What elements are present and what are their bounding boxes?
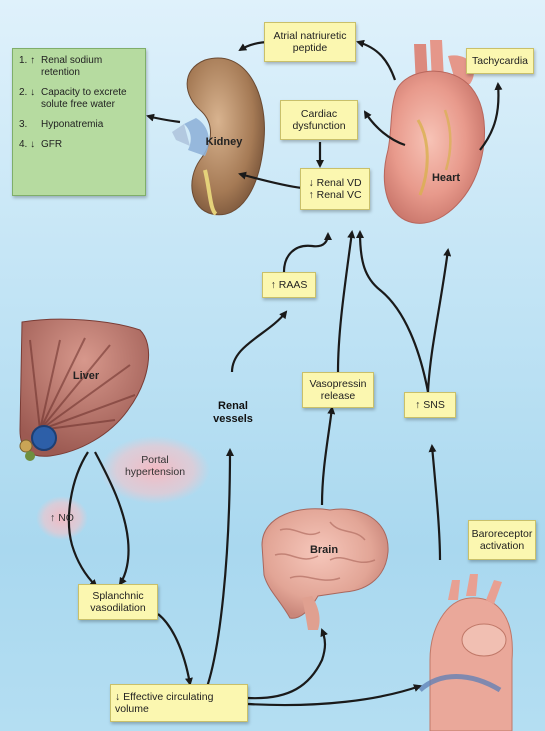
renal-effect-num: 3.: [19, 119, 41, 131]
splanchnic-box: Splanchnic vasodilation: [78, 584, 158, 620]
liver-label: Liver: [56, 370, 116, 383]
aortic-arch-illustration: [420, 574, 512, 731]
arrow-baroreceptor-to-sns: [432, 446, 440, 560]
renal-effect-text: GFR: [41, 139, 62, 151]
kidney-label: Kidney: [194, 136, 254, 149]
renal-vc-text: ↑ Renal VC: [308, 189, 361, 201]
renal-effect-text: Capacity to excrete solute free water: [41, 87, 139, 111]
arrow-vasopressin-to-renal: [338, 232, 352, 372]
arrow-sns-to-heart: [428, 250, 448, 392]
renal-effect-num: 2. ↓: [19, 87, 41, 111]
effective-volume-box: ↓ Effective circulating volume: [110, 684, 248, 722]
renal-effect-num: 1. ↑: [19, 55, 41, 79]
arrow-volume-to-aorta: [248, 686, 420, 705]
renal-effect-num: 4. ↓: [19, 139, 41, 151]
renal-vessels-label: Renal vessels: [200, 400, 266, 426]
renal-vd-vc-box: ↓ Renal VD ↑ Renal VC: [300, 168, 370, 210]
renal-effect-item: 3. Hyponatremia: [19, 119, 139, 131]
renal-effect-text: Hyponatremia: [41, 119, 103, 131]
anp-box: Atrial natriuretic peptide: [264, 22, 356, 62]
no-label: ↑ NO: [38, 512, 86, 524]
renal-effect-item: 4. ↓ GFR: [19, 139, 139, 151]
renal-effect-text: Renal sodium retention: [41, 55, 139, 79]
arrow-volume-to-brain: [248, 630, 325, 698]
liver-illustration: [20, 319, 149, 461]
arrow-heart-to-anp: [358, 42, 395, 80]
raas-box: ↑ RAAS: [262, 272, 316, 298]
arrow-splanchnic-to-volume: [158, 614, 190, 684]
arrow-sns-to-renal: [360, 232, 428, 392]
arrow-kidney-to-effects: [148, 116, 180, 122]
renal-effect-item: 2. ↓ Capacity to excrete solute free wat…: [19, 87, 139, 111]
arrow-volume-to-renal-vessels: [206, 450, 230, 690]
arrow-raas-to-renal: [284, 234, 328, 272]
arrow-renal-vessels-to-raas: [232, 312, 286, 372]
vasopressin-box: Vasopressin release: [302, 372, 374, 408]
brain-label: Brain: [294, 544, 354, 557]
renal-vd-text: ↓ Renal VD: [308, 177, 361, 189]
heart-label: Heart: [416, 172, 476, 185]
arrow-brain-to-vasopressin: [322, 408, 332, 505]
baroreceptor-box: Baroreceptor activation: [468, 520, 536, 560]
brain-illustration: [262, 509, 388, 630]
renal-effects-box: 1. ↑ Renal sodium retention 2. ↓ Capacit…: [12, 48, 146, 196]
sns-box: ↑ SNS: [404, 392, 456, 418]
cardiac-dysfunction-box: Cardiac dysfunction: [280, 100, 358, 140]
portal-hypertension-label: Portal hypertension: [110, 454, 200, 478]
renal-effect-item: 1. ↑ Renal sodium retention: [19, 55, 139, 79]
tachycardia-box: Tachycardia: [466, 48, 534, 74]
